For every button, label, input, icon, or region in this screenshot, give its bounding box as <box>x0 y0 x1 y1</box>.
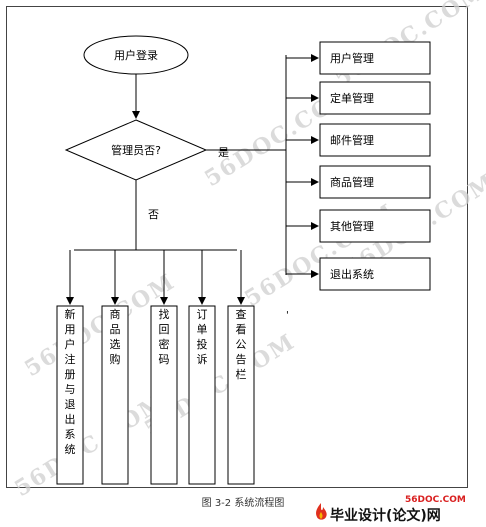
admin-item-box <box>319 123 431 157</box>
user-item-label: 新用户注册与退出系统 <box>65 307 76 456</box>
admin-item-label: 定单管理 <box>330 91 374 105</box>
site-url: 56DOC.COM <box>405 495 466 505</box>
figure-caption: 图 3-2 系统流程图 <box>201 498 285 509</box>
diagram-frame <box>6 6 468 488</box>
admin-item-label: 商品管理 <box>330 175 374 189</box>
admin-item-box <box>319 209 431 243</box>
user-item-box <box>56 305 84 485</box>
start-node-label: 用户登录 <box>114 48 158 62</box>
admin-item-box <box>319 81 431 115</box>
user-item-label: 找回密码 <box>159 307 170 366</box>
user-item-box <box>227 305 255 485</box>
user-item-label: 订单投诉 <box>197 308 208 366</box>
admin-item-box <box>319 165 431 199</box>
user-item-box <box>150 305 178 485</box>
user-item-label: 查看公告栏 <box>236 307 247 381</box>
user-item-box <box>188 305 216 485</box>
admin-item-label: 邮件管理 <box>330 133 374 147</box>
flame-logo-icon <box>316 503 327 520</box>
admin-item-label: 其他管理 <box>330 219 374 233</box>
site-name: 毕业设计(论文)网 <box>330 508 441 524</box>
no-label: 否 <box>148 208 159 221</box>
stray-mark: ' <box>286 310 289 321</box>
admin-item-box <box>319 41 431 75</box>
user-item-label: 商品选购 <box>110 307 121 366</box>
admin-item-box <box>319 257 431 291</box>
decision-node-label: 管理员否? <box>111 143 161 157</box>
admin-item-label: 用户管理 <box>330 51 374 65</box>
admin-item-label: 退出系统 <box>330 267 374 281</box>
yes-label: 是 <box>218 146 229 159</box>
user-item-box <box>101 305 129 485</box>
